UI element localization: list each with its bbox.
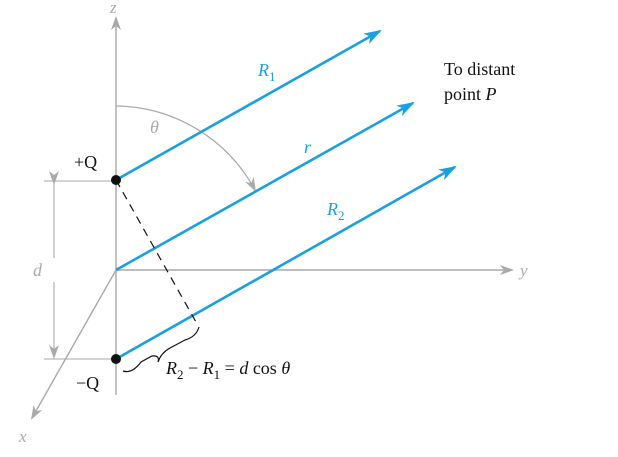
axis-y-label: y bbox=[518, 261, 528, 280]
x-axis bbox=[31, 269, 117, 420]
path-difference-brace bbox=[122, 326, 200, 373]
distant-point-line2: point P bbox=[444, 84, 497, 104]
ray-R1-label: R1 bbox=[257, 60, 276, 84]
distant-point-line1: To distant bbox=[444, 59, 515, 79]
path-difference-equation: R2 − R1 = d cos θ bbox=[165, 358, 290, 382]
charge-top-label: +Q bbox=[74, 152, 97, 172]
separation-label: d bbox=[33, 260, 43, 280]
theta-label: θ bbox=[150, 117, 159, 137]
charge-negative-dot bbox=[111, 354, 121, 364]
charge-positive-dot bbox=[111, 175, 121, 185]
ray-R2-label: R2 bbox=[326, 199, 345, 223]
ray-r-label: r bbox=[304, 137, 312, 157]
perpendicular-dashed-line bbox=[115, 179, 197, 323]
theta-arc bbox=[115, 105, 256, 192]
charge-bottom-label: −Q bbox=[76, 373, 99, 393]
axis-z-label: z bbox=[109, 0, 117, 17]
ray-r bbox=[115, 101, 415, 272]
axis-x-label: x bbox=[18, 427, 27, 446]
ray-R2 bbox=[115, 165, 457, 361]
ray-R1 bbox=[115, 29, 382, 182]
